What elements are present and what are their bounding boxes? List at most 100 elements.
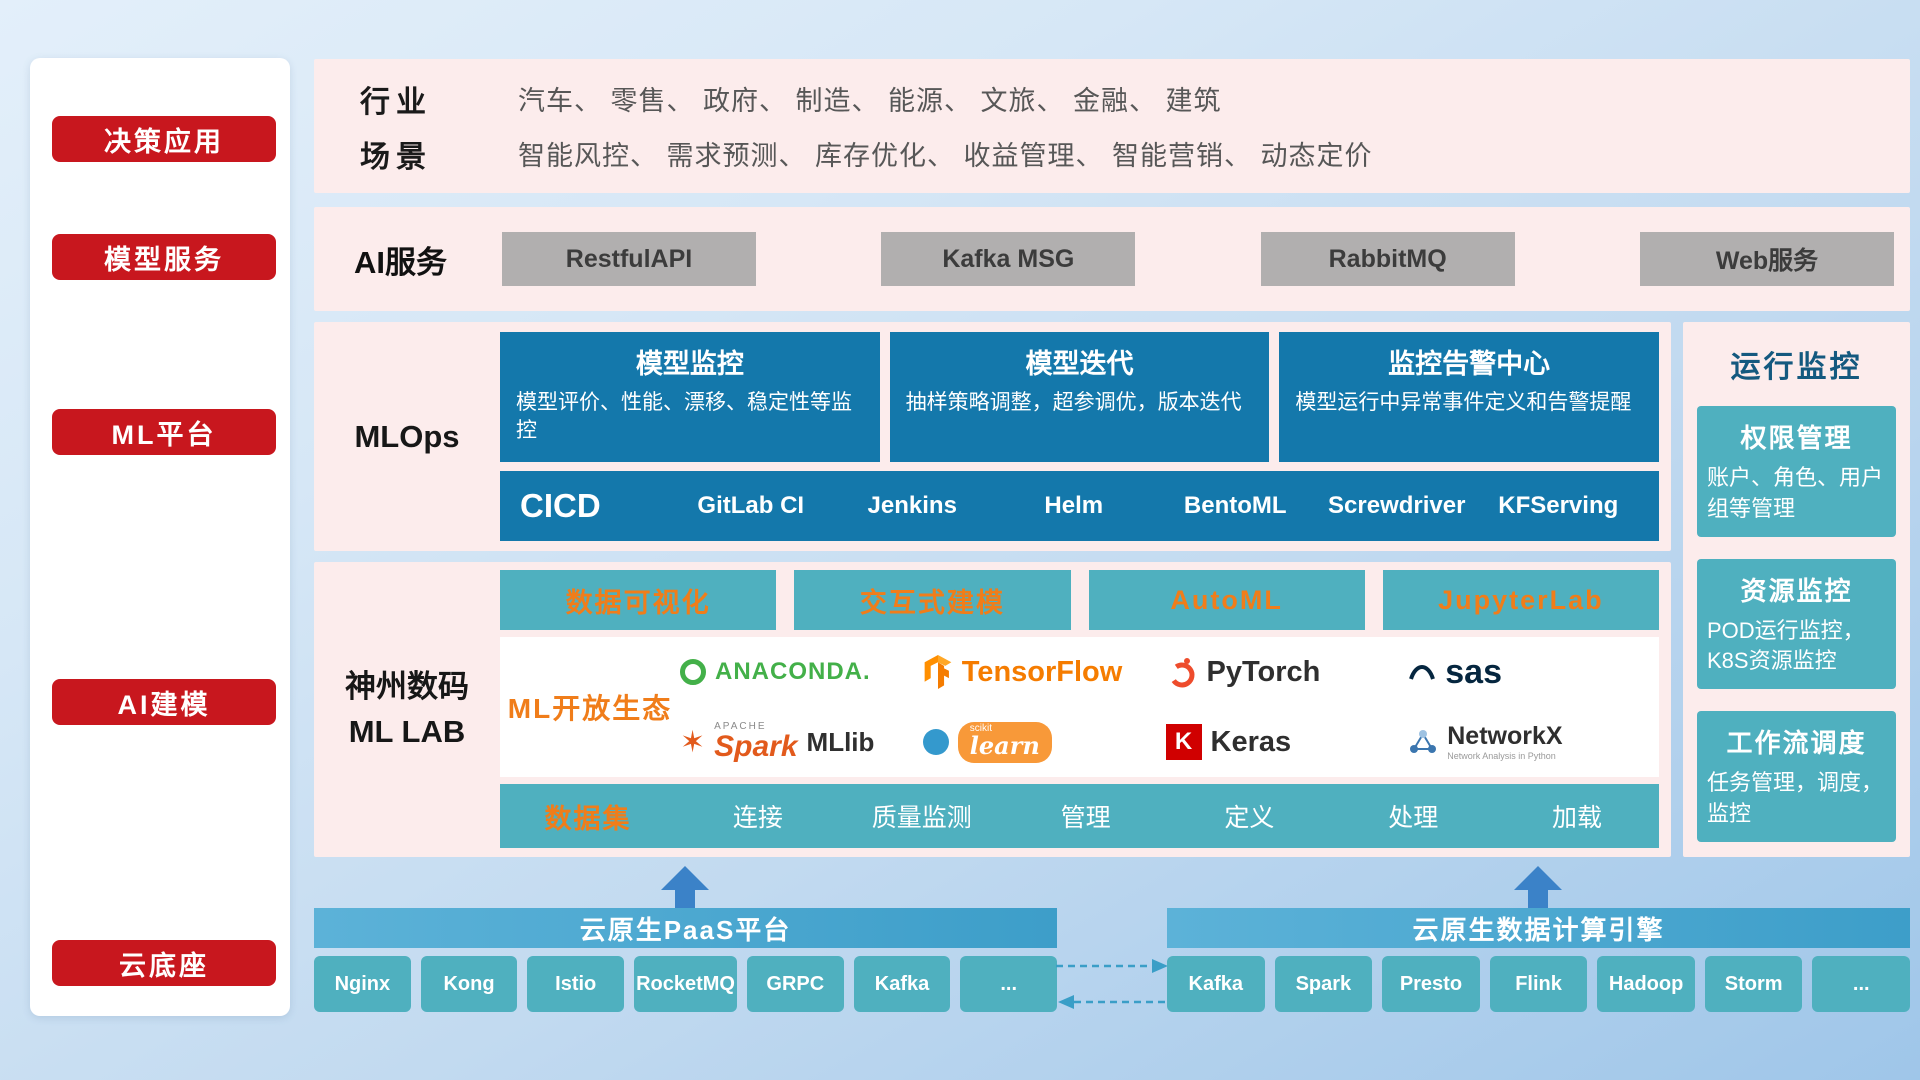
tool-data-visualization: 数据可视化 xyxy=(500,570,777,630)
card-model-monitoring: 模型监控 模型评价、性能、漂移、稳定性等监控 xyxy=(500,332,880,462)
card-desc: 任务管理，调度，监控 xyxy=(1707,770,1884,826)
dataset-label: 数据集 xyxy=(544,803,632,834)
ai-service-restfulapi: RestfulAPI xyxy=(502,232,756,286)
mllab-label: 神州数码 ML LAB xyxy=(314,562,500,857)
scikit-learn-logo: scikit learn xyxy=(922,721,1166,763)
cicd-bentoml: BentoML xyxy=(1183,492,1287,519)
ai-service-buttons: RestfulAPI Kafka MSG RabbitMQ Web服务 xyxy=(502,232,1910,286)
dataset-define: 定义 xyxy=(1224,804,1275,832)
tool-label: 数据可视化 xyxy=(565,587,711,618)
card-title: 监控告警中心 xyxy=(1388,349,1551,379)
scikit-learn-icon xyxy=(922,729,949,755)
tool-interactive-modeling: 交互式建模 xyxy=(794,570,1071,630)
tool-label: 交互式建模 xyxy=(859,587,1005,618)
dataset-quality: 质量监测 xyxy=(871,804,972,832)
rail-item-ai-modeling: AI建模 xyxy=(52,679,276,725)
card-desc: 模型评价、性能、漂移、稳定性等监控 xyxy=(516,391,852,443)
scene-label: 场景 xyxy=(360,140,432,174)
dataset-row: 数据集 连接 质量监测 管理 定义 处理 加载 xyxy=(500,784,1659,848)
keras-icon: K xyxy=(1165,724,1202,760)
anaconda-icon xyxy=(680,659,706,685)
card-resource-monitoring: 资源监控 POD运行监控，K8S资源监控 xyxy=(1697,558,1896,690)
industry-scene-band: 行业 汽车、 零售、 政府、 制造、 能源、 文旅、 金融、 建筑 场景 智能风… xyxy=(314,59,1910,193)
ml-ecosystem-panel: ML开放生态 ANACONDA. TensorFlow xyxy=(500,637,1659,777)
sas-icon xyxy=(1409,665,1436,680)
dataset-manage: 管理 xyxy=(1060,804,1111,832)
chip-more2: ... xyxy=(1812,956,1911,1012)
chip-presto: Presto xyxy=(1382,956,1480,1012)
ml-ecosystem-logos: ANACONDA. TensorFlow xyxy=(680,637,1659,777)
learn-label: learn xyxy=(969,730,1040,760)
mllab-label-line1: 神州数码 xyxy=(345,668,469,704)
industry-list: 汽车、 零售、 政府、 制造、 能源、 文旅、 金融、 建筑 xyxy=(518,86,1222,116)
runtime-monitor-panel: 运行监控 权限管理 账户、角色、用户组等管理 资源监控 POD运行监控，K8S资… xyxy=(1683,322,1910,857)
card-workflow-scheduling: 工作流调度 任务管理，调度，监控 xyxy=(1697,711,1896,842)
runtime-monitor-title: 运行监控 xyxy=(1730,351,1863,384)
chip-storm: Storm xyxy=(1704,956,1803,1012)
data-engine-bar: 云原生数据计算引擎 xyxy=(1167,908,1910,948)
engine-chips: Kafka Spark Presto Flink Hadoop Storm ..… xyxy=(1167,956,1911,1012)
scikit-label: scikit xyxy=(969,722,992,734)
chip-kafka2: Kafka xyxy=(1167,956,1265,1012)
mlops-content: 模型监控 模型评价、性能、漂移、稳定性等监控 模型迭代 抽样策略调整，超参调优，… xyxy=(500,322,1671,551)
cicd-kfserving: KFServing xyxy=(1498,492,1619,519)
tensorflow-wordmark: TensorFlow xyxy=(961,655,1123,688)
mllab-label-line2: ML LAB xyxy=(348,713,466,749)
card-alert-center: 监控告警中心 模型运行中异常事件定义和告警提醒 xyxy=(1279,332,1660,462)
tool-jupyterlab: JupyterLab xyxy=(1382,570,1659,630)
spark-apache-label: APACHE xyxy=(714,721,767,732)
rail-item-cloud-base: 云底座 xyxy=(52,940,276,986)
arrow-head xyxy=(1514,866,1562,890)
spark-icon: ✶ xyxy=(680,725,706,759)
sas-logo: sas xyxy=(1408,653,1651,692)
spark-mllib-logo: ✶ APACHE Spark MLlib xyxy=(680,722,923,762)
chip-more: ... xyxy=(960,956,1058,1012)
card-title: 资源监控 xyxy=(1740,575,1853,606)
mllab-content: 数据可视化 交互式建模 AutoML JupyterLab ML开放生态 ANA… xyxy=(500,562,1671,857)
cicd-jenkins: Jenkins xyxy=(867,492,957,519)
card-desc: 账户、角色、用户组等管理 xyxy=(1707,465,1884,521)
chip-kong: Kong xyxy=(420,956,518,1012)
ai-service-kafka-msg: Kafka MSG xyxy=(881,232,1136,286)
scene-list: 智能风控、 需求预测、 库存优化、 收益管理、 智能营销、 动态定价 xyxy=(518,141,1373,171)
mllib-wordmark: MLlib xyxy=(806,726,875,757)
networkx-caption: Network Analysis in Python xyxy=(1447,751,1556,762)
tensorflow-logo: TensorFlow xyxy=(923,655,1166,689)
pytorch-logo: PyTorch xyxy=(1166,654,1409,690)
mlops-label: MLOps xyxy=(354,418,460,454)
dataset-load: 加载 xyxy=(1552,804,1603,832)
anaconda-wordmark: ANACONDA. xyxy=(715,658,871,685)
rail-item-ml-platform: ML平台 xyxy=(52,409,276,455)
paas-chips: Nginx Kong Istio RocketMQ GRPC Kafka ... xyxy=(314,956,1058,1012)
scene-line: 场景 智能风控、 需求预测、 库存优化、 收益管理、 智能营销、 动态定价 xyxy=(360,132,1910,176)
ai-service-label: AI服务 xyxy=(354,244,447,280)
runtime-monitor-cards: 权限管理 账户、角色、用户组等管理 资源监控 POD运行监控，K8S资源监控 工… xyxy=(1697,406,1896,842)
chip-kafka: Kafka xyxy=(853,956,951,1012)
card-title: 模型迭代 xyxy=(1025,349,1134,379)
paas-bar: 云原生PaaS平台 xyxy=(314,908,1057,948)
cicd-screwdriver: Screwdriver xyxy=(1328,492,1466,519)
up-arrow-right xyxy=(1514,866,1562,908)
pytorch-icon xyxy=(1169,658,1194,688)
mllab-tools-row: 数据可视化 交互式建模 AutoML JupyterLab xyxy=(500,570,1659,630)
networkx-logo: NetworkX Network Analysis in Python xyxy=(1408,722,1651,761)
industry-line: 行业 汽车、 零售、 政府、 制造、 能源、 文旅、 金融、 建筑 xyxy=(360,77,1910,121)
card-desc: POD运行监控，K8S资源监控 xyxy=(1707,617,1865,674)
arrow-head xyxy=(661,866,709,890)
arrow-stem xyxy=(675,890,695,908)
dataset-connect: 连接 xyxy=(732,804,783,832)
ai-service-rabbitmq: RabbitMQ xyxy=(1260,232,1515,286)
scikit-learn-wordmark: scikit learn xyxy=(957,721,1052,763)
tool-label: JupyterLab xyxy=(1438,584,1604,615)
dataset-process: 处理 xyxy=(1388,804,1439,832)
card-desc: 模型运行中异常事件定义和告警提醒 xyxy=(1295,391,1632,414)
cicd-label: CICD xyxy=(520,487,601,524)
chip-grpc: GRPC xyxy=(746,956,844,1012)
rail-item-model-services: 模型服务 xyxy=(52,234,276,280)
cicd-gitlab-ci: GitLab CI xyxy=(697,492,805,519)
tool-automl: AutoML xyxy=(1088,570,1365,630)
cicd-helm: Helm xyxy=(1044,492,1104,519)
card-title: 权限管理 xyxy=(1740,423,1853,453)
chip-istio: Istio xyxy=(527,956,625,1012)
